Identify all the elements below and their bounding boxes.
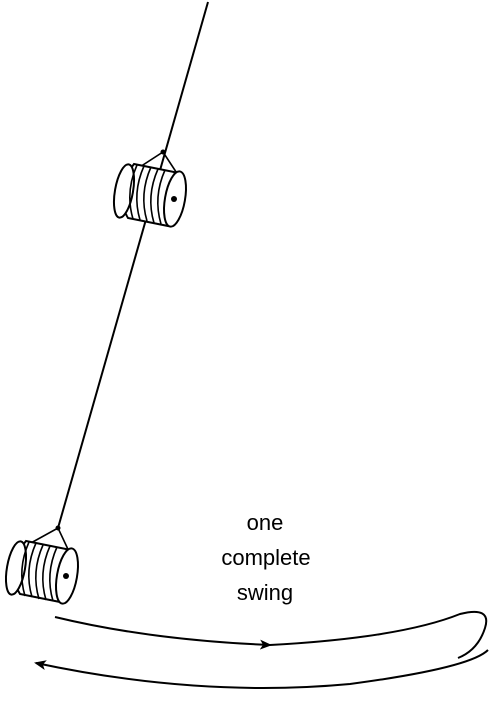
swing-arrow-return	[34, 649, 489, 689]
swing-label-line1: one	[247, 510, 284, 535]
pendulum-string	[57, 1, 209, 529]
swing-label-line2: complete	[221, 545, 310, 570]
swing-arrow-forward	[54, 616, 272, 650]
lower-spool-weight	[4, 525, 79, 605]
swing-path-top	[269, 610, 488, 659]
swing-label-line3: swing	[237, 580, 293, 605]
upper-spool-weight	[112, 149, 187, 228]
